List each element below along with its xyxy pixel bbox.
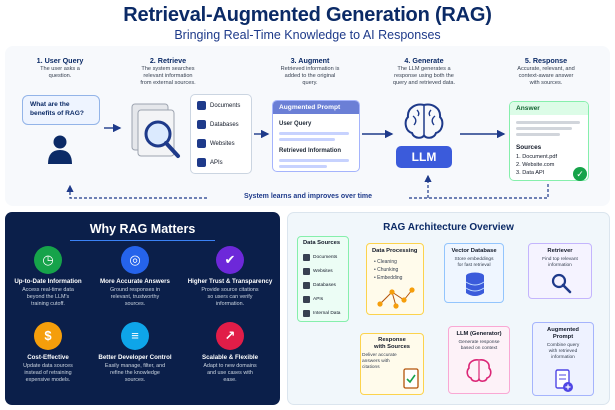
text-line [516, 127, 572, 130]
data-source-item: Internal Data [303, 310, 340, 317]
shield-icon: ✔ [216, 246, 244, 274]
step-augment-title: 3. Augment [290, 56, 330, 65]
data-processing-title: Data Processing [372, 248, 418, 254]
answer-source-item: 3. Data API [516, 170, 545, 176]
document-icon [303, 254, 310, 261]
gear-icon [197, 158, 206, 167]
text-line [279, 138, 335, 141]
data-source-item: Websites [303, 268, 333, 275]
retriever-title: Retriever [547, 248, 573, 254]
why-rag-panel [5, 212, 280, 405]
why-rag-title: Why RAG Matters [89, 222, 196, 236]
data-source-item: Documents [303, 254, 337, 261]
source-databases: Databases [197, 120, 239, 129]
augmented-prompt-card: Augmented Prompt User Query Retrieved In… [272, 100, 360, 172]
text-line [279, 132, 349, 135]
clock-icon: ◷ [34, 246, 62, 274]
check-icon: ✓ [573, 167, 587, 181]
target-icon: ◎ [121, 246, 149, 274]
search-icon [551, 273, 572, 294]
why-item-title: Better Developer Control [98, 354, 172, 361]
brain-icon [466, 359, 492, 382]
brain-icon [404, 103, 444, 139]
architecture-title: RAG Architecture Overview [383, 222, 514, 233]
feedback-loop-label: System learns and improves over time [208, 193, 408, 200]
data-processing-steps: • Cleaning• Chunking• Embedding [374, 259, 403, 281]
source-websites: Websites [197, 139, 235, 148]
data-source-item: Databases [303, 282, 336, 289]
answer-source-item: 1. Document.pdf [516, 154, 558, 160]
gear-icon [303, 296, 310, 303]
data-source-item: APIs [303, 296, 323, 303]
step-retrieve-title: 2. Retrieve [149, 56, 187, 65]
why-item-title: Scalable & Flexible [201, 354, 259, 361]
page-title: Retrieval-Augmented Generation (RAG) [123, 4, 492, 26]
folder-icon [303, 310, 310, 317]
answer-source-item: 2. Website.com [516, 162, 555, 168]
text-line [516, 133, 560, 136]
llm-generator-title: LLM (Generator) [456, 331, 502, 337]
llm-box: LLM [396, 146, 452, 168]
embedding-graph-icon [377, 287, 415, 309]
divider [70, 240, 215, 241]
data-sources-title: Data Sources [303, 240, 341, 246]
document-icon [197, 101, 206, 110]
source-apis: APIs [197, 158, 223, 167]
step-response-title: 5. Response [524, 56, 568, 65]
retriever-box [528, 243, 592, 299]
text-line [279, 165, 327, 168]
search-documents-icon [131, 103, 180, 158]
document-add-icon [555, 369, 573, 392]
augmented-prompt-header: Augmented Prompt [273, 101, 359, 114]
data-sources-box [297, 236, 349, 322]
why-item-title: Up-to-Date Information [14, 278, 82, 285]
checklist-icon [403, 368, 419, 389]
user-query-label: User Query [279, 121, 312, 127]
dollar-icon: $ [34, 322, 62, 350]
database-icon [197, 120, 206, 129]
retrieved-info-label: Retrieved Information [279, 148, 342, 154]
why-item-title: Higher Trust & Transparency [187, 278, 273, 285]
user-icon [48, 135, 72, 164]
step-generate-title: 4. Generate [404, 56, 444, 65]
answer-header: Answer [510, 102, 588, 115]
sources-label: Sources [516, 144, 542, 151]
step-user-query-title: 1. User Query [36, 56, 84, 65]
vector-database-title: Vector Database [451, 248, 497, 254]
database-icon [303, 282, 310, 289]
source-documents: Documents [197, 101, 240, 110]
query-bubble: What are the benefits of RAG? [22, 95, 100, 125]
chart-up-icon: ↗ [216, 322, 244, 350]
why-item-title: Cost-Effective [27, 354, 69, 361]
database-icon [465, 272, 485, 296]
answer-card: Answer Sources 1. Document.pdf 2. Websit… [509, 101, 589, 181]
text-line [516, 121, 580, 124]
text-line [279, 159, 349, 162]
globe-icon [303, 268, 310, 275]
page-subtitle: Bringing Real-Time Knowledge to AI Respo… [174, 28, 441, 42]
globe-icon [197, 139, 206, 148]
why-item-title: More Accurate Answers [99, 278, 171, 285]
sliders-icon: ≡ [121, 322, 149, 350]
